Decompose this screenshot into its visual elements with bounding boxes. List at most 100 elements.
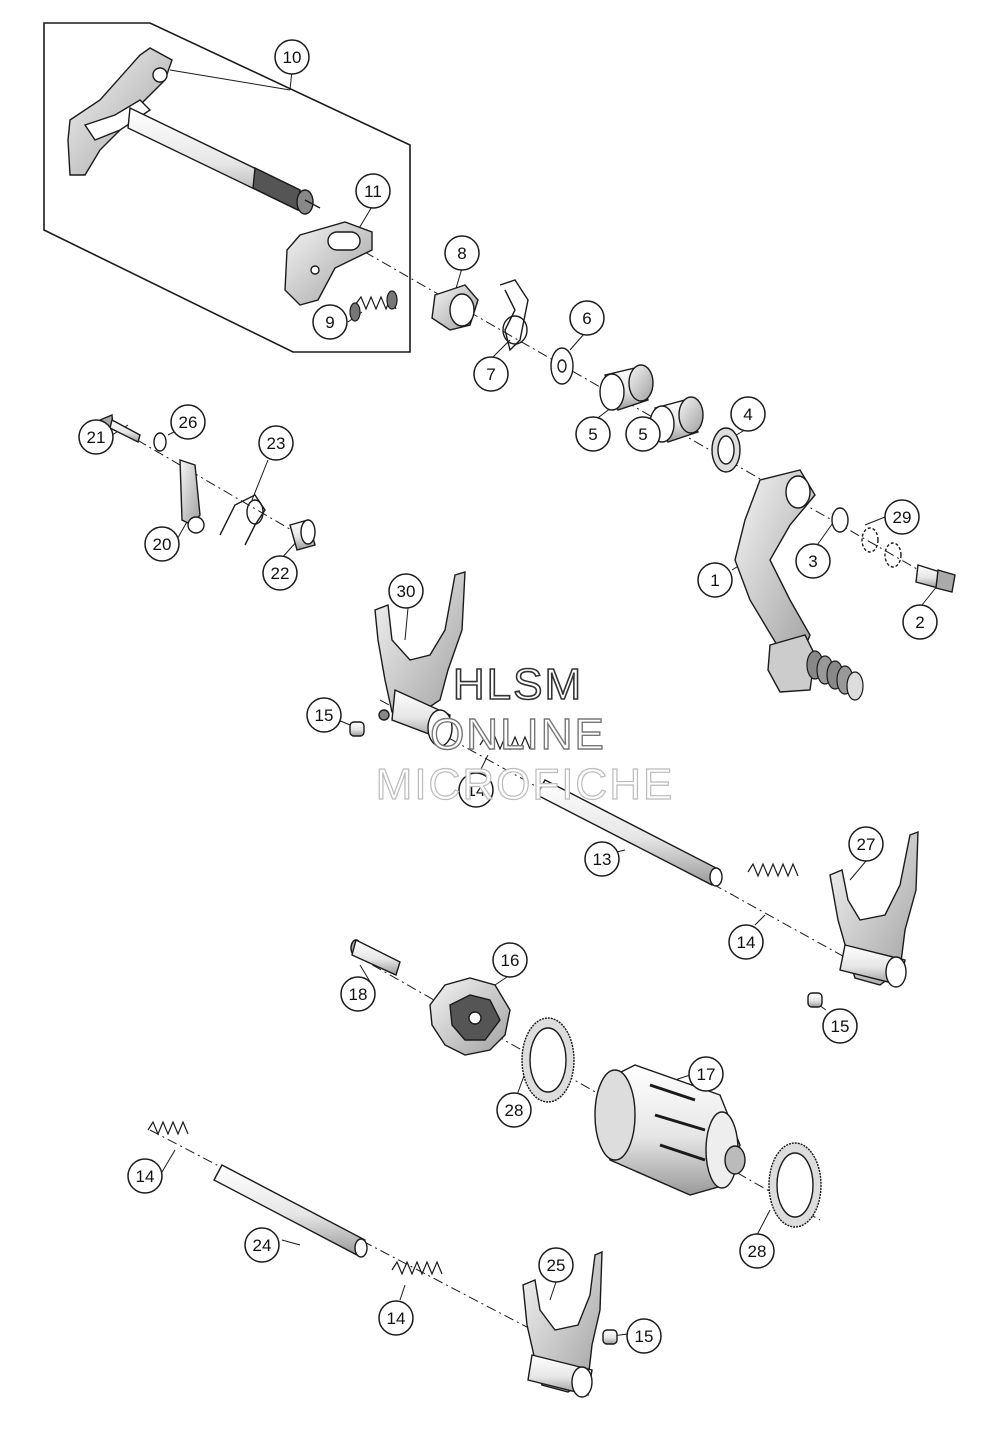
callout-circle bbox=[739, 1233, 775, 1269]
callout-number: 7 bbox=[486, 365, 495, 384]
shift-shaft bbox=[67, 47, 321, 215]
callout-26: 26 bbox=[170, 404, 206, 440]
callout-number: 8 bbox=[457, 244, 466, 263]
callout-number: 15 bbox=[635, 1327, 654, 1346]
spring-14-c bbox=[147, 1120, 189, 1136]
spring-7 bbox=[499, 279, 529, 352]
callout-circle bbox=[697, 562, 733, 598]
bolt-2 bbox=[915, 564, 956, 593]
callout-5: 5 bbox=[575, 416, 611, 452]
callout-circle bbox=[388, 573, 424, 609]
inset-frame bbox=[43, 22, 411, 353]
callout-number: 15 bbox=[315, 706, 334, 725]
needle-bearing-a bbox=[599, 364, 654, 411]
watermark-line-1: HLSM bbox=[452, 659, 584, 710]
callout-number: 1 bbox=[710, 571, 719, 590]
callout-circle bbox=[312, 304, 348, 340]
callout-number: 14 bbox=[737, 933, 756, 952]
callout-circle bbox=[569, 300, 605, 336]
callout-14: 14 bbox=[127, 1158, 163, 1194]
callout-circle bbox=[492, 942, 528, 978]
callout-number: 29 bbox=[893, 508, 912, 527]
callout-number: 11 bbox=[364, 182, 382, 201]
callout-number: 10 bbox=[283, 48, 302, 67]
callout-22: 22 bbox=[262, 555, 298, 591]
callout-number: 3 bbox=[808, 552, 817, 571]
bolt-18 bbox=[350, 938, 401, 976]
callout-circle bbox=[444, 235, 480, 271]
callout-18: 18 bbox=[340, 976, 376, 1012]
fork-shaft-13 bbox=[536, 779, 723, 887]
callout-circle bbox=[127, 1158, 163, 1194]
callout-circle bbox=[340, 976, 376, 1012]
callout-circle bbox=[728, 924, 764, 960]
callout-7: 7 bbox=[473, 356, 509, 392]
callout-circle bbox=[170, 404, 206, 440]
callout-number: 21 bbox=[87, 428, 106, 447]
callout-number: 5 bbox=[588, 425, 597, 444]
callout-circle bbox=[795, 543, 831, 579]
callout-number: 26 bbox=[179, 413, 198, 432]
callout-15: 15 bbox=[822, 1008, 858, 1044]
spring-14-d bbox=[391, 1260, 443, 1276]
washer-3 bbox=[831, 507, 849, 533]
callout-circle bbox=[730, 396, 766, 432]
callout-number: 15 bbox=[831, 1017, 850, 1036]
callout-number: 14 bbox=[387, 1309, 406, 1328]
callout-circle bbox=[355, 173, 391, 209]
callout-circle bbox=[822, 1008, 858, 1044]
callout-6: 6 bbox=[569, 300, 605, 336]
callout-11: 11 bbox=[355, 173, 391, 209]
callout-23: 23 bbox=[258, 425, 294, 461]
callout-24: 24 bbox=[244, 1227, 280, 1263]
callout-circle bbox=[244, 1227, 280, 1263]
callout-number: 4 bbox=[743, 405, 752, 424]
callout-number: 5 bbox=[638, 425, 647, 444]
shift-lever bbox=[734, 469, 864, 701]
callout-17: 17 bbox=[688, 1056, 724, 1092]
bearing-28-b bbox=[768, 1142, 822, 1228]
callout-number: 6 bbox=[582, 309, 591, 328]
callout-circle bbox=[306, 697, 342, 733]
callout-number: 28 bbox=[748, 1242, 767, 1261]
callout-circle bbox=[458, 772, 494, 808]
callout-circle bbox=[274, 39, 310, 75]
lever-20 bbox=[179, 459, 205, 534]
callout-number: 14 bbox=[136, 1167, 155, 1186]
spring-14-b bbox=[747, 862, 799, 878]
callout-circle bbox=[626, 1318, 662, 1354]
collar-8 bbox=[431, 284, 479, 331]
callout-8: 8 bbox=[444, 235, 480, 271]
callout-29: 29 bbox=[884, 499, 920, 535]
callout-3: 3 bbox=[795, 543, 831, 579]
callout-number: 22 bbox=[271, 564, 290, 583]
callout-1: 1 bbox=[697, 562, 733, 598]
callout-number: 23 bbox=[267, 434, 286, 453]
washer-26 bbox=[153, 432, 167, 452]
shift-fork-27 bbox=[829, 830, 919, 988]
callout-circle bbox=[538, 1247, 574, 1283]
callout-circle bbox=[496, 1092, 532, 1128]
callout-13: 13 bbox=[584, 841, 620, 877]
roller-22 bbox=[289, 519, 316, 551]
callout-14: 14 bbox=[378, 1300, 414, 1336]
callout-number: 25 bbox=[547, 1256, 566, 1275]
callout-14: 14 bbox=[458, 772, 494, 808]
shift-drum-17 bbox=[594, 1064, 746, 1196]
callout-9: 9 bbox=[312, 304, 348, 340]
callout-circle bbox=[688, 1056, 724, 1092]
callout-circle bbox=[378, 1300, 414, 1336]
watermark-line-3: MICROFICHE bbox=[375, 759, 675, 809]
callout-21: 21 bbox=[78, 419, 114, 455]
callout-30: 30 bbox=[388, 573, 424, 609]
callout-2: 2 bbox=[902, 604, 938, 640]
callout-5: 5 bbox=[625, 416, 661, 452]
callout-circle bbox=[78, 419, 114, 455]
callout-number: 24 bbox=[253, 1236, 272, 1255]
callout-circle bbox=[258, 425, 294, 461]
callout-28: 28 bbox=[739, 1233, 775, 1269]
callout-15: 15 bbox=[306, 697, 342, 733]
